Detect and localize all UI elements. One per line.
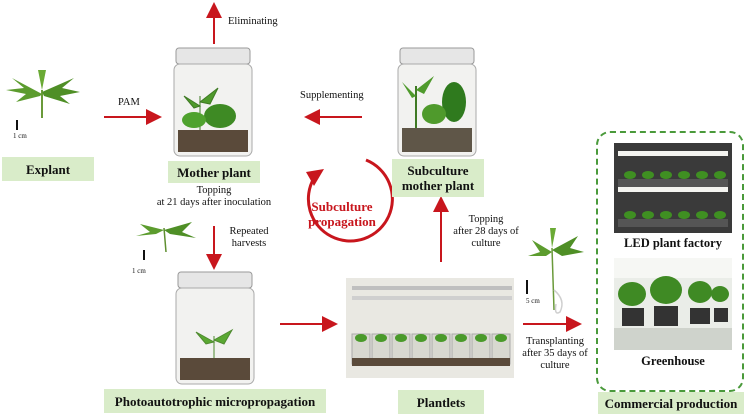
repeated-line1: Repeated xyxy=(229,226,269,237)
transplant-plant-photo xyxy=(526,224,586,318)
led-plant-factory-label: LED plant factory xyxy=(624,236,722,250)
topping28-line3: culture xyxy=(471,238,501,249)
commercial-production-box xyxy=(596,131,744,392)
supplementing-note: Supplementing xyxy=(300,90,364,101)
photoautotrophic-jar-photo xyxy=(172,270,258,386)
harvest-cutting-photo xyxy=(134,218,198,254)
greenhouse-photo xyxy=(614,258,732,350)
transplanting-note: Transplanting after 35 days of culture xyxy=(514,336,596,372)
repeated-harvests-note: Repeated harvests xyxy=(224,226,274,250)
subculture-line1: Subculture xyxy=(311,199,373,214)
subculture-mother-plant-label: Subculture mother plant xyxy=(392,159,484,197)
photoautotrophic-micropropagation-label: Photoautotrophic micropropagation xyxy=(104,389,326,413)
mother-plant-label: Mother plant xyxy=(168,161,260,183)
led-plant-factory-photo xyxy=(614,143,732,233)
transplanting-line2: after 35 days of xyxy=(522,348,588,359)
pam-note: PAM xyxy=(118,97,140,108)
topping-inoculation-line1: Topping xyxy=(196,185,232,196)
commercial-production-label: Commercial production xyxy=(598,392,744,414)
topping28-line1: Topping xyxy=(468,214,504,225)
topping-inoculation-note: Topping at 21 days after inoculation xyxy=(150,185,278,209)
greenhouse-label: Greenhouse xyxy=(641,354,705,368)
explant-scale-bar xyxy=(16,120,18,130)
topping28-line2: after 28 days of xyxy=(453,226,519,237)
subculture-line2: propagation xyxy=(308,214,376,229)
subculture-mother-plant-photo xyxy=(394,46,480,158)
transplanting-line3: culture xyxy=(540,360,570,371)
subculture-cycle-arrowhead xyxy=(306,169,324,186)
subculture-propagation-title: Subculture propagation xyxy=(294,199,390,229)
eliminating-note: Eliminating xyxy=(228,16,278,27)
plantlets-label: Plantlets xyxy=(398,390,484,414)
subculture-cycle-arrow xyxy=(306,158,394,243)
explant-scale-label: 1 cm xyxy=(13,132,27,140)
explant-photo xyxy=(2,68,82,120)
topping-28-note: Topping after 28 days of culture xyxy=(448,214,524,250)
repeated-line2: harvests xyxy=(231,238,267,249)
plantlets-photo xyxy=(346,278,514,378)
subculture-mother-plant-text: Subculture mother plant xyxy=(401,163,475,193)
mother-plant-photo xyxy=(170,46,256,158)
harvest-scale-bar xyxy=(143,250,145,260)
transplant-scale-bar xyxy=(526,280,528,294)
harvest-scale-label: 1 cm xyxy=(132,267,146,275)
transplanting-line1: Transplanting xyxy=(526,336,584,347)
explant-label: Explant xyxy=(2,157,94,181)
topping-inoculation-line2: at 21 days after inoculation xyxy=(156,197,272,208)
transplant-scale-label: 5 cm xyxy=(526,297,540,305)
